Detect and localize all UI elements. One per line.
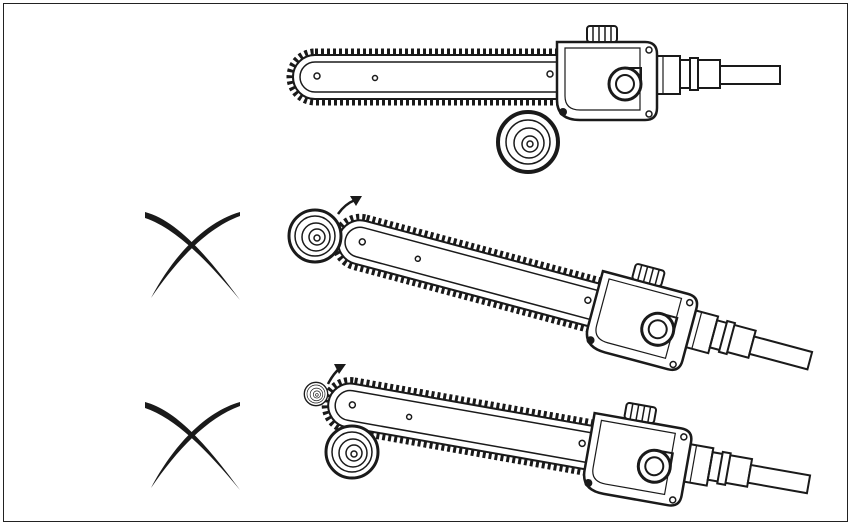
chainsaw-2 xyxy=(325,187,823,405)
log-2 xyxy=(287,208,343,264)
x-mark-icon xyxy=(145,212,240,300)
panel-wrong-tip xyxy=(145,187,822,405)
kickback-arrow-icon xyxy=(336,196,362,215)
panel-correct xyxy=(290,26,780,174)
log-3 xyxy=(324,424,380,480)
kickback-arrow-icon xyxy=(326,364,346,385)
panel-wrong-tip-and-under xyxy=(145,351,817,527)
chainsaw-3 xyxy=(318,351,817,527)
log-1 xyxy=(496,110,560,174)
chainsaw-1 xyxy=(290,26,780,120)
small-log-3 xyxy=(303,381,329,407)
x-mark-icon xyxy=(145,402,240,490)
